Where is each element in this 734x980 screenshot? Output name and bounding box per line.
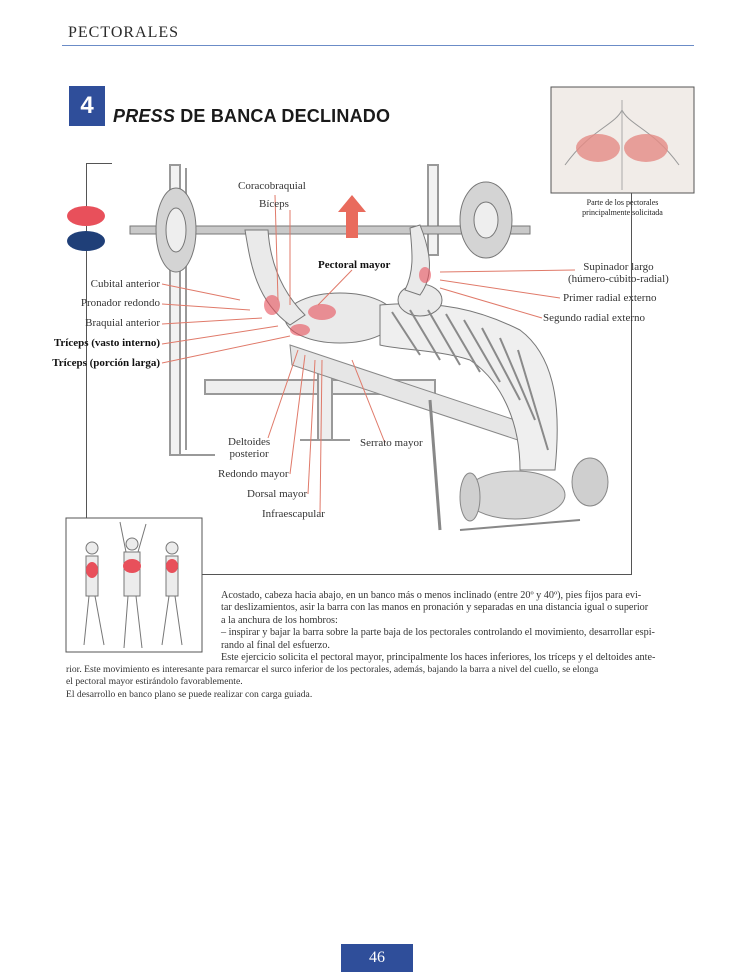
desc-line: Este ejercicio solicita el pectoral mayo… <box>221 652 656 664</box>
inset-caption-line1: Parte de los pectorales <box>586 198 659 207</box>
desc-line: rando al final del esfuerzo. <box>221 639 330 651</box>
label-triceps-porcion-larga: Tríceps (porción larga) <box>52 357 160 369</box>
label-supinador-largo: Supinador largo (húmero-cúbito-radial) <box>568 261 669 285</box>
label-pronador-redondo: Pronador redondo <box>80 297 160 309</box>
exercise-number-badge: 4 <box>69 86 105 126</box>
description-block-indented: Acostado, cabeza hacia abajo, en un banc… <box>221 590 691 664</box>
exercise-title-rest: DE BANCA DECLINADO <box>175 106 391 126</box>
header-rule <box>62 45 694 46</box>
frame-top-tick <box>86 163 112 164</box>
inset-caption: Parte de los pectorales principalmente s… <box>551 198 694 218</box>
label-deltoides-posterior: Deltoides posterior <box>228 436 270 460</box>
inset-caption-line2: principalmente solicitada <box>582 208 663 217</box>
label-supinador-largo-line2: (húmero-cúbito-radial) <box>568 273 669 285</box>
page-number: 46 <box>341 944 413 972</box>
desc-line: el pectoral mayor estirándolo favorablem… <box>66 676 243 688</box>
label-dorsal-mayor: Dorsal mayor <box>247 488 308 500</box>
red-marker-icon <box>67 206 105 226</box>
desc-line: a la anchura de los hombros: <box>221 614 338 626</box>
desc-line: Acostado, cabeza hacia abajo, en un banc… <box>221 590 642 601</box>
label-biceps: Bíceps <box>259 198 289 210</box>
label-infraescapular: Infraescapular <box>262 508 325 520</box>
label-redondo-mayor: Redondo mayor <box>218 468 289 480</box>
label-primer-radial-externo: Primer radial externo <box>563 292 657 304</box>
label-coracobraquial: Coracobraquial <box>238 180 306 192</box>
label-triceps-vasto-interno: Tríceps (vasto interno) <box>53 337 160 349</box>
exercise-title: PRESS DE BANCA DECLINADO <box>113 106 390 127</box>
blue-marker-icon <box>67 231 105 251</box>
label-supinador-largo-line1: Supinador largo <box>583 261 654 273</box>
label-pectoral-mayor: Pectoral mayor <box>318 259 391 271</box>
label-segundo-radial-externo: Segundo radial externo <box>543 312 646 324</box>
label-deltoides-line2: posterior <box>229 448 269 460</box>
label-deltoides-line1: Deltoides <box>228 436 271 448</box>
desc-line: – inspirar y bajar la barra sobre la par… <box>221 627 655 639</box>
desc-line: tar deslizamientos, asir la barra con la… <box>221 602 649 614</box>
illustration-frame <box>86 163 632 575</box>
section-header: PECTORALES <box>68 24 180 41</box>
label-serrato-mayor: Serrato mayor <box>360 437 423 449</box>
desc-line: El desarrollo en banco plano se puede re… <box>66 688 313 700</box>
description-block-full: rior. Este movimiento es interesante par… <box>66 664 692 701</box>
desc-line: rior. Este movimiento es interesante par… <box>66 664 599 675</box>
label-braquial-anterior: Braquial anterior <box>85 317 160 329</box>
exercise-title-italic: PRESS <box>113 106 176 126</box>
label-cubital-anterior: Cubital anterior <box>90 278 160 290</box>
